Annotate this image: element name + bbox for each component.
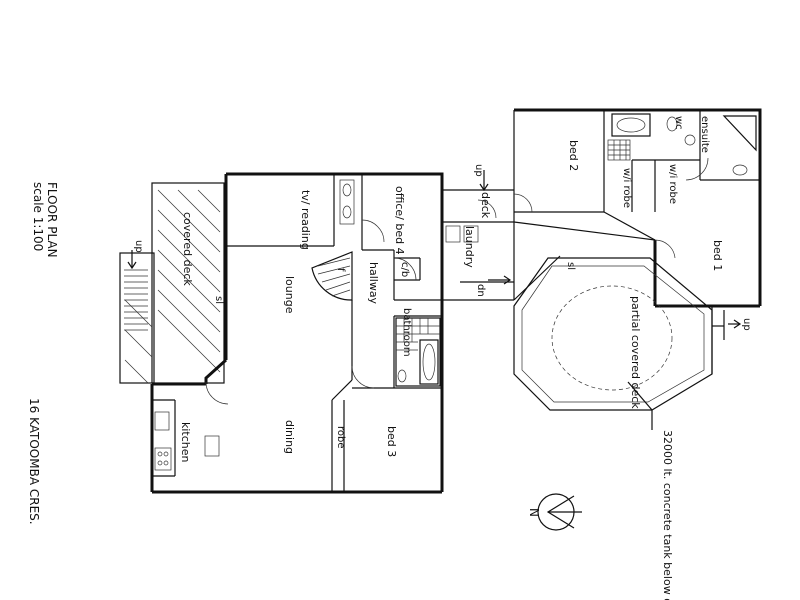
bathroom-tiles bbox=[395, 317, 441, 387]
room-label-f: f bbox=[335, 268, 346, 272]
room-label-wc: wc bbox=[673, 116, 684, 130]
room-label-bed1: bed 1 bbox=[711, 240, 724, 271]
room-label-office-bed4: office/ bed 4 bbox=[393, 186, 406, 255]
label-dn: dn bbox=[475, 284, 486, 297]
room-label-wi-robe-2: w/i robe bbox=[667, 164, 678, 204]
plan-address: 16 KATOOMBA CRES. bbox=[27, 398, 41, 525]
partial-covered-deck bbox=[513, 257, 713, 430]
label-sl-right: sl bbox=[565, 262, 576, 270]
room-label-ensuite: ensuite bbox=[699, 116, 710, 153]
label-up-deck: up bbox=[473, 164, 484, 177]
room-label-lounge: lounge bbox=[283, 276, 296, 314]
room-label-bed3: bed 3 bbox=[385, 426, 398, 457]
tank-note: 32000 lt. concrete tank below deck bbox=[661, 430, 674, 600]
room-label-tv-reading: tv/ reading bbox=[299, 190, 312, 250]
label-sl-left: sl bbox=[213, 296, 224, 304]
partial-deck-text: partial covered deck bbox=[629, 296, 642, 409]
label-up-bed1: up bbox=[741, 318, 752, 331]
room-label-laundry: laundry bbox=[463, 226, 476, 268]
room-label-robe: robe bbox=[335, 426, 346, 449]
north-arrow-symbol bbox=[537, 493, 582, 531]
label-up-left: up bbox=[133, 240, 144, 253]
main-house-walls bbox=[150, 172, 444, 494]
room-label-covered-deck: covered deck bbox=[181, 212, 194, 286]
link-corridor bbox=[513, 221, 656, 301]
plan-scale: scale 1:100 bbox=[31, 182, 45, 251]
room-label-kitchen: kitchen bbox=[179, 422, 192, 463]
room-label-dining: dining bbox=[283, 420, 296, 454]
room-label-deck: deck bbox=[479, 192, 492, 219]
room-label-wi-robe: w/i robe bbox=[621, 168, 632, 208]
room-label-hallway: hallway bbox=[367, 262, 380, 305]
north-label: N bbox=[527, 508, 541, 517]
fireplace bbox=[311, 251, 353, 301]
room-label-bathroom: bathroom bbox=[401, 308, 412, 357]
plan-heading: FLOOR PLAN bbox=[45, 182, 59, 258]
covered-deck-area bbox=[119, 182, 225, 384]
room-label-cb: c/b bbox=[399, 262, 410, 277]
room-label-bed2: bed 2 bbox=[567, 140, 580, 171]
room-label-partial-covered-deck: partial covered deck bbox=[629, 296, 642, 409]
laundry-deck-block bbox=[442, 110, 515, 301]
